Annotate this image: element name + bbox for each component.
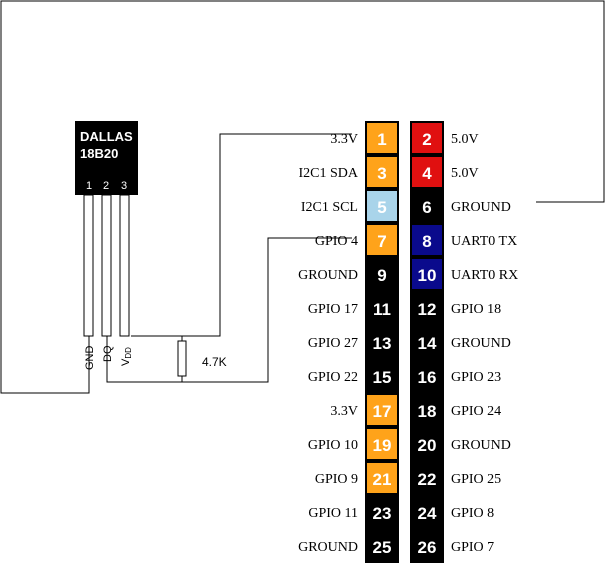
header-pin-11 [365,291,399,325]
header-pin-17 [365,393,399,427]
header-pin-number-9: 9 [377,266,386,285]
header-pin-23 [365,495,399,529]
header-pin-14 [410,325,444,359]
header-pin-label-14: GROUND [451,336,511,351]
header-pin-number-21: 21 [373,470,392,489]
resistor-label: 4.7K [202,355,227,369]
sensor-lead-vdd [119,194,130,337]
header-pin-13 [365,325,399,359]
header-pin-number-3: 3 [377,164,386,183]
header-pin-label-13: GPIO 27 [308,336,358,351]
header-pin-label-26: GPIO 7 [451,540,494,555]
header-pin-number-19: 19 [373,436,392,455]
header-pin-number-5: 5 [377,198,386,217]
header-pin-label-15: GPIO 22 [308,370,358,385]
header-pin-8 [410,223,444,257]
header-pin-number-7: 7 [377,232,386,251]
header-pin-number-15: 15 [373,368,392,387]
header-pin-label-18: GPIO 24 [451,404,501,419]
header-pin-1 [365,121,399,155]
header-pin-18 [410,393,444,427]
ds18b20-sensor: DALLAS 18B20 1 2 3 GND DQ VDD [75,121,138,370]
header-pin-number-16: 16 [418,368,437,387]
header-pin-number-12: 12 [418,300,437,319]
header-pin-label-9: GROUND [298,268,358,283]
header-pin-label-16: GPIO 23 [451,370,501,385]
header-pin-label-20: GROUND [451,438,511,453]
header-pin-label-12: GPIO 18 [451,302,501,317]
header-pin-label-11: GPIO 17 [308,302,358,317]
vdd-wire [131,133,352,337]
header-pin-12 [410,291,444,325]
wires [0,0,605,394]
sensor-body [75,121,138,195]
header-pin-number-6: 6 [422,198,431,217]
header-pin-number-1: 1 [377,130,386,149]
ground-wire [0,0,605,394]
header-pin-2 [410,121,444,155]
lead-label-gnd: GND [84,346,96,371]
header-pin-4 [410,155,444,189]
sensor-model: 18B20 [80,146,118,161]
header-pin-label-21: GPIO 9 [315,472,358,487]
sensor-brand: DALLAS [80,129,133,144]
header-pin-9 [365,257,399,291]
header-pin-label-22: GPIO 25 [451,472,501,487]
header-pin-label-24: GPIO 8 [451,506,494,521]
header-pin-label-23: GPIO 11 [308,506,358,521]
header-pin-3 [365,155,399,189]
header-pin-number-14: 14 [418,334,437,353]
header-pin-number-2: 2 [422,130,431,149]
header-pin-label-4: 5.0V [451,166,479,181]
header-pin-label-1: 3.3V [330,132,358,147]
header-pin-number-22: 22 [418,470,437,489]
header-pin-label-6: GROUND [451,200,511,215]
pullup-resistor [177,340,187,377]
header-pin-label-7: GPIO 4 [315,234,358,249]
header-pin-number-18: 18 [418,402,437,421]
header-pin-10 [410,257,444,291]
header-pin-16 [410,359,444,393]
lead-label-dq: DQ [102,345,114,362]
header-pin-label-2: 5.0V [451,132,479,147]
header-pin-label-3: I2C1 SDA [298,166,358,181]
header-pin-5 [365,189,399,223]
header-pin-label-8: UART0 TX [451,234,517,249]
header-pin-15 [365,359,399,393]
header-pin-19 [365,427,399,461]
header-pin-20 [410,427,444,461]
header-pin-label-17: 3.3V [330,404,358,419]
sensor-pin-2: 2 [103,180,109,192]
header-pin-label-19: GPIO 10 [308,438,358,453]
header-pin-22 [410,461,444,495]
header-pin-number-26: 26 [418,538,437,557]
data-wire [106,237,352,383]
header-pin-label-10: UART0 RX [451,268,518,283]
sensor-lead-dq [101,194,112,337]
sensor-lead-gnd [83,194,94,337]
header-pin-number-20: 20 [418,436,437,455]
header-pin-21 [365,461,399,495]
sensor-pin-3: 3 [121,180,127,192]
header-pin-number-24: 24 [418,504,437,523]
header-pin-number-8: 8 [422,232,431,251]
header-pin-number-10: 10 [418,266,437,285]
lead-label-vdd: VDD [120,347,133,366]
header-pin-number-13: 13 [373,334,392,353]
header-pin-7 [365,223,399,257]
sensor-pin-1: 1 [86,180,92,192]
header-pin-6 [410,189,444,223]
header-pin-label-25: GROUND [298,540,358,555]
header-pin-24 [410,495,444,529]
header-pin-number-17: 17 [373,402,392,421]
header-pin-number-25: 25 [373,538,392,557]
header-pin-25 [365,529,399,563]
header-pin-26 [410,529,444,563]
header-pin-number-23: 23 [373,504,392,523]
header-pin-number-11: 11 [373,300,391,319]
header-pin-number-4: 4 [422,164,432,183]
header-pin-label-5: I2C1 SCL [301,200,358,215]
